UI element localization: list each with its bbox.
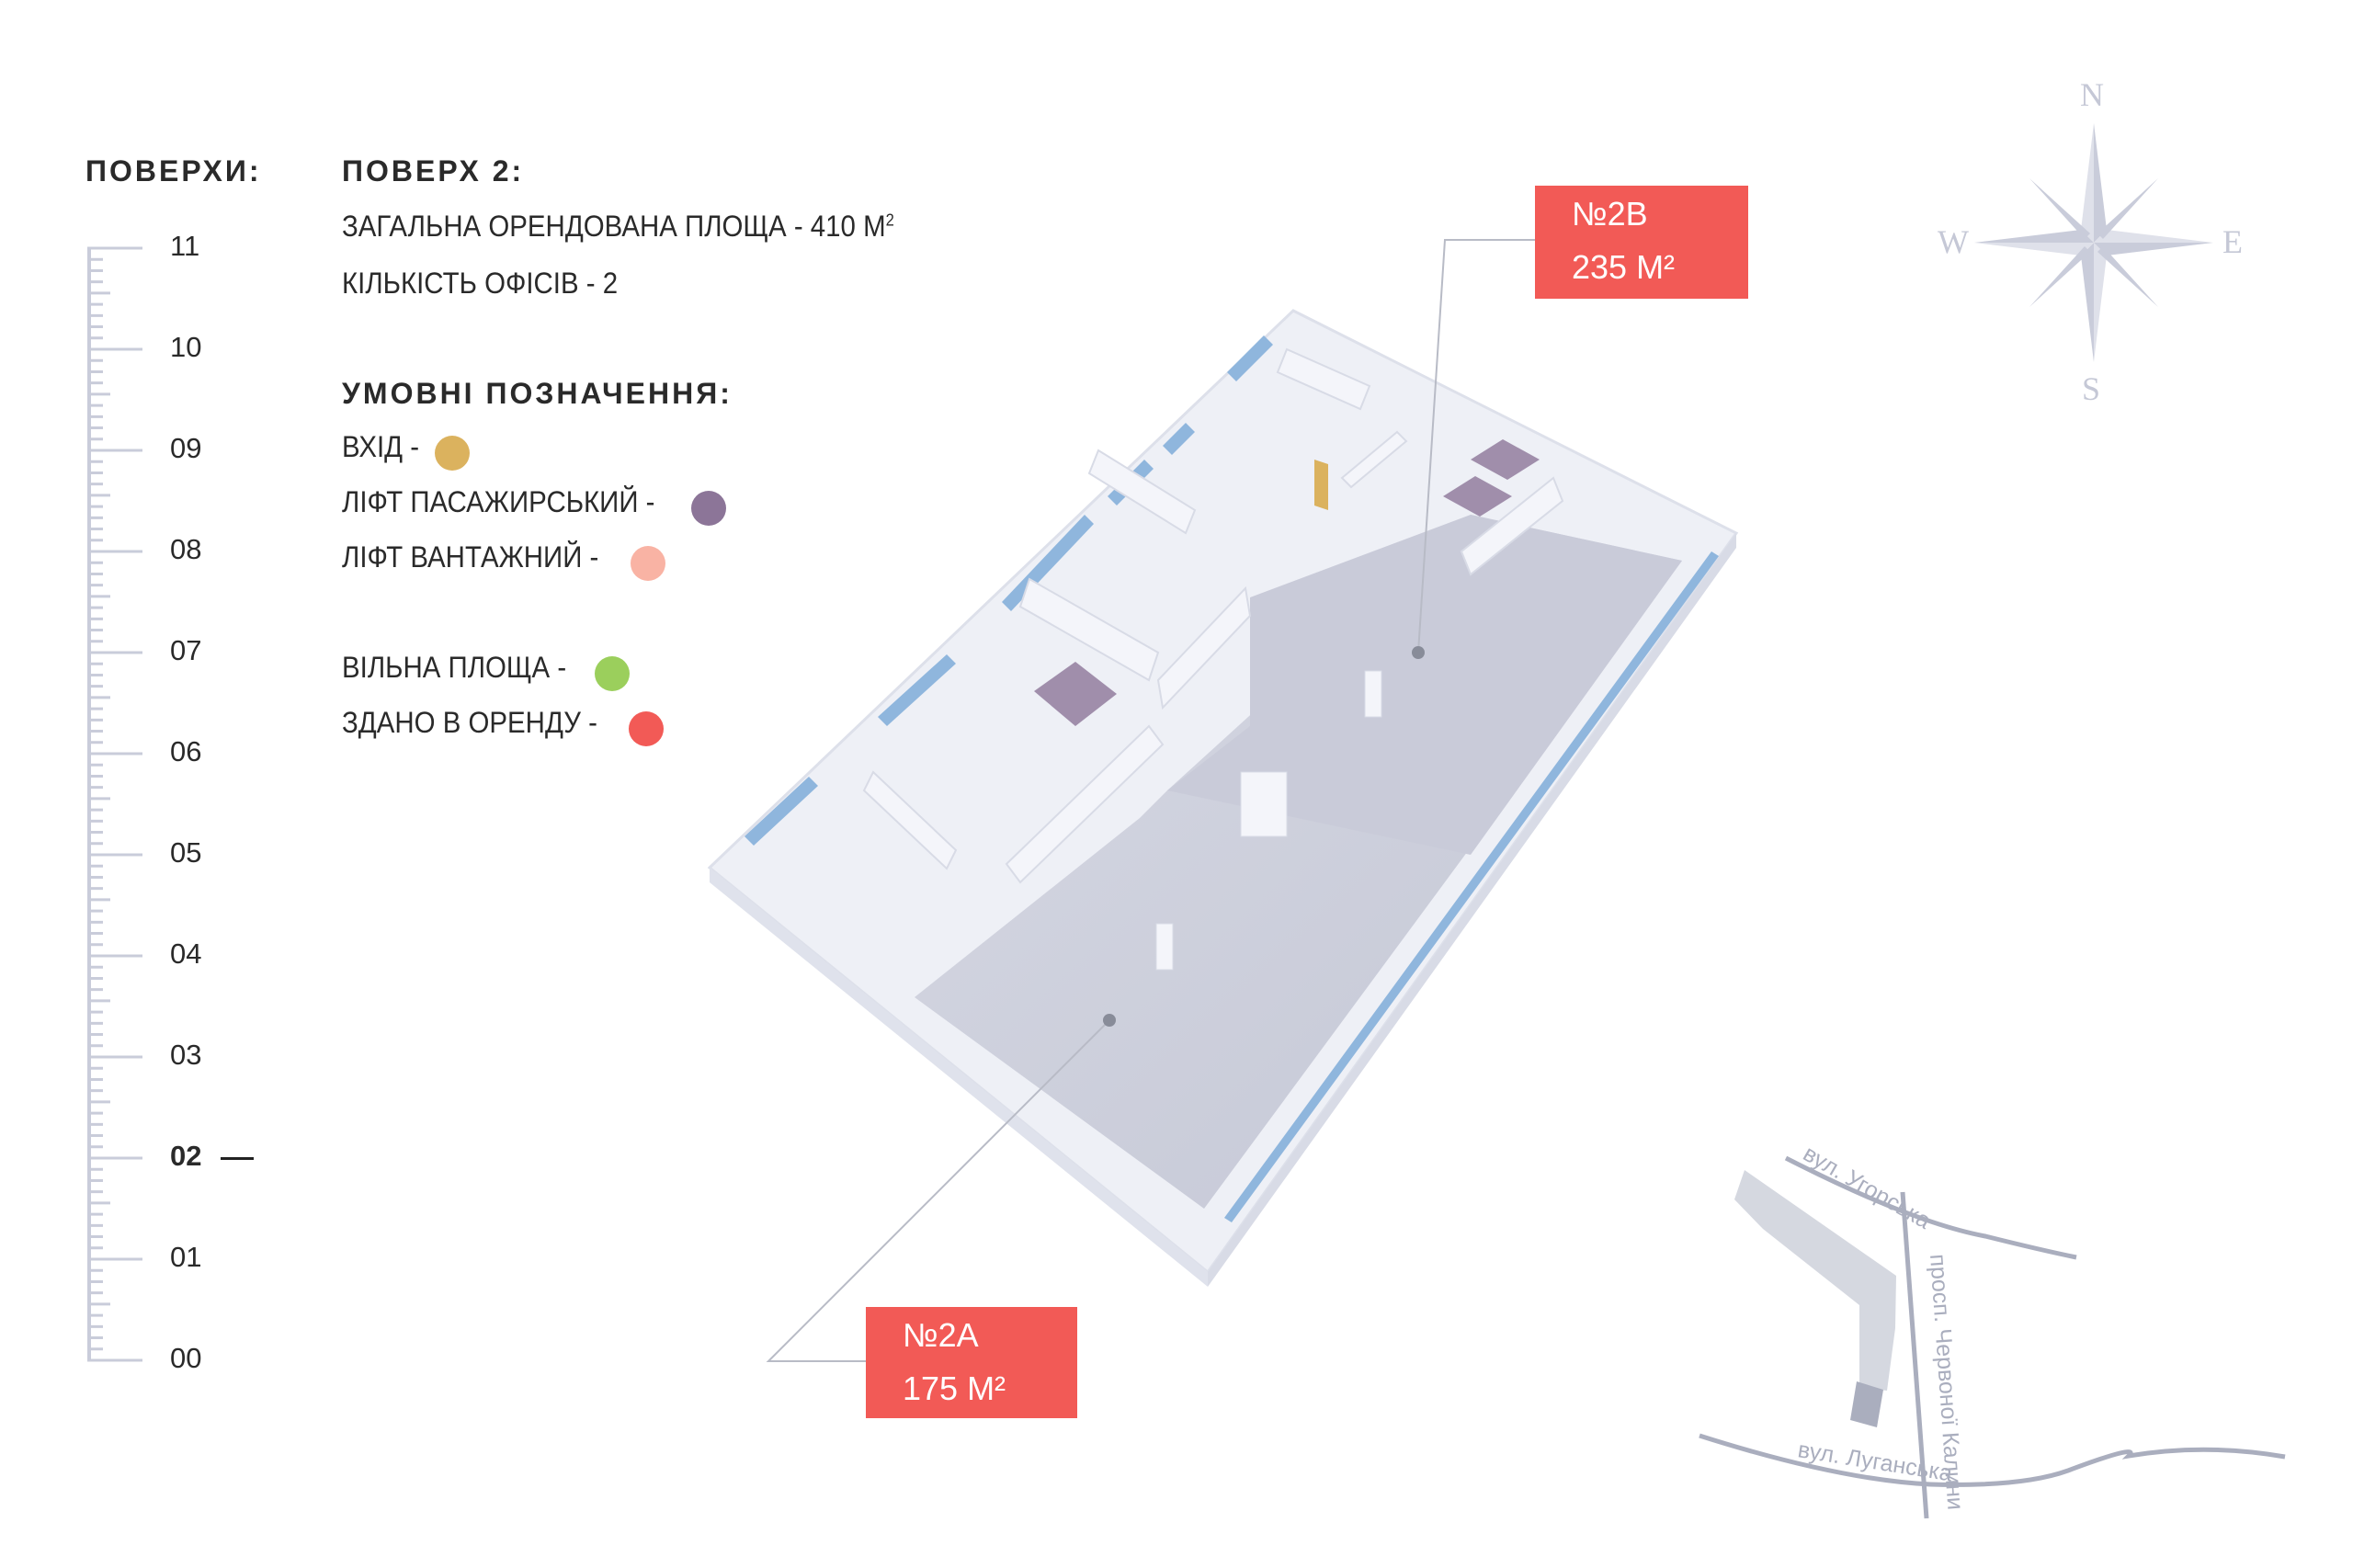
legend-dot-icon: [629, 710, 665, 746]
leader-line-2b: [1417, 239, 1535, 653]
floor-00[interactable]: 00: [170, 1342, 202, 1374]
street-luhanska: [1699, 1433, 2286, 1487]
floor-08[interactable]: 08: [170, 533, 202, 565]
legend-dot-icon: [630, 545, 665, 581]
office-2b-tag[interactable]: №2В 235 М²: [1535, 186, 1748, 299]
floor-01[interactable]: 01: [170, 1241, 202, 1273]
location-map: вул. Угорська просп. Червоної Калини вул…: [1699, 1141, 2286, 1519]
floor-04[interactable]: 04: [170, 937, 202, 970]
legend-label: ЛІФТ ВАНТАЖНИЙ -: [342, 540, 599, 574]
leader-line-2a: [766, 1019, 1110, 1362]
floor-10[interactable]: 10: [170, 331, 202, 363]
floor-09[interactable]: 09: [170, 432, 202, 464]
street-chervonoi-kalyny: [1900, 1191, 1929, 1519]
street-label-ugorska: вул. Угорська: [1799, 1141, 1936, 1234]
floor-03[interactable]: 03: [170, 1039, 202, 1071]
compass-rose: [1974, 123, 2213, 362]
floor-ruler[interactable]: [0, 0, 276, 1379]
compass-e: E: [2222, 223, 2243, 260]
floor-title: ПОВЕРХ 2:: [342, 154, 525, 187]
building-footprint: [1734, 1170, 1896, 1391]
compass-w: W: [1938, 223, 1969, 260]
columns: [1155, 670, 1382, 971]
legend-item: ЛІФТ ВАНТАЖНИЙ -: [342, 540, 665, 581]
passenger-lift: [1034, 662, 1117, 726]
floor-06[interactable]: 06: [170, 735, 202, 767]
office-2b-floor: [1167, 515, 1682, 855]
office-2a-tag[interactable]: №2А 175 М²: [866, 1307, 1077, 1418]
legend-dot-icon: [595, 655, 631, 691]
legend-title: УМОВНІ ПОЗНАЧЕННЯ:: [342, 377, 733, 410]
total-area-text: ЗАГАЛЬНА ОРЕНДОВАНА ПЛОЩА - 410 М: [342, 210, 886, 243]
office-2b-name: №2В: [1572, 195, 1648, 233]
entrance-marker: [1314, 460, 1328, 510]
total-area: ЗАГАЛЬНА ОРЕНДОВАНА ПЛОЩА - 410 М2: [342, 210, 894, 244]
floor-07[interactable]: 07: [170, 634, 202, 666]
legend-label: ВХІД -: [342, 430, 420, 463]
office-2a-area: 175 М²: [903, 1369, 1006, 1407]
legend-item: ВХІД -: [342, 430, 471, 471]
current-floor-marker: [221, 1157, 254, 1160]
compass-n: N: [2080, 76, 2104, 113]
floor-05[interactable]: 05: [170, 836, 202, 869]
legend-item: ВІЛЬНА ПЛОЩА -: [342, 651, 631, 691]
office-2a-point: [1103, 1014, 1116, 1027]
compass-s: S: [2082, 370, 2101, 407]
floors-title: ПОВЕРХИ:: [85, 154, 262, 187]
street-ugorska: [1784, 1155, 2077, 1260]
floor-02[interactable]: 02: [170, 1140, 202, 1172]
office-2b-area: 235 М²: [1572, 248, 1676, 286]
passenger-lift: [1471, 439, 1540, 480]
legend-label: ВІЛЬНА ПЛОЩА -: [342, 651, 567, 684]
windows-facade: [1224, 551, 1719, 1222]
legend-dot-icon: [435, 435, 471, 471]
legend-label: ЛІФТ ПАСАЖИРСЬКИЙ -: [342, 485, 655, 518]
floor-11[interactable]: 11: [170, 230, 200, 262]
legend-dot-icon: [691, 490, 727, 526]
windows-left: [745, 335, 1273, 846]
interior-walls: [862, 347, 1564, 884]
total-area-sup: 2: [885, 210, 894, 230]
legend-item: ЛІФТ ПАСАЖИРСЬКИЙ -: [342, 485, 727, 526]
office-2b-point: [1412, 646, 1425, 659]
office-count: КІЛЬКІСТЬ ОФІСІВ - 2: [342, 267, 619, 300]
office-2a-name: №2А: [903, 1316, 979, 1354]
legend-item: ЗДАНО В ОРЕНДУ -: [342, 706, 665, 746]
building-highlight: [1850, 1381, 1883, 1427]
legend-label: ЗДАНО В ОРЕНДУ -: [342, 706, 597, 739]
passenger-lift: [1443, 476, 1512, 517]
